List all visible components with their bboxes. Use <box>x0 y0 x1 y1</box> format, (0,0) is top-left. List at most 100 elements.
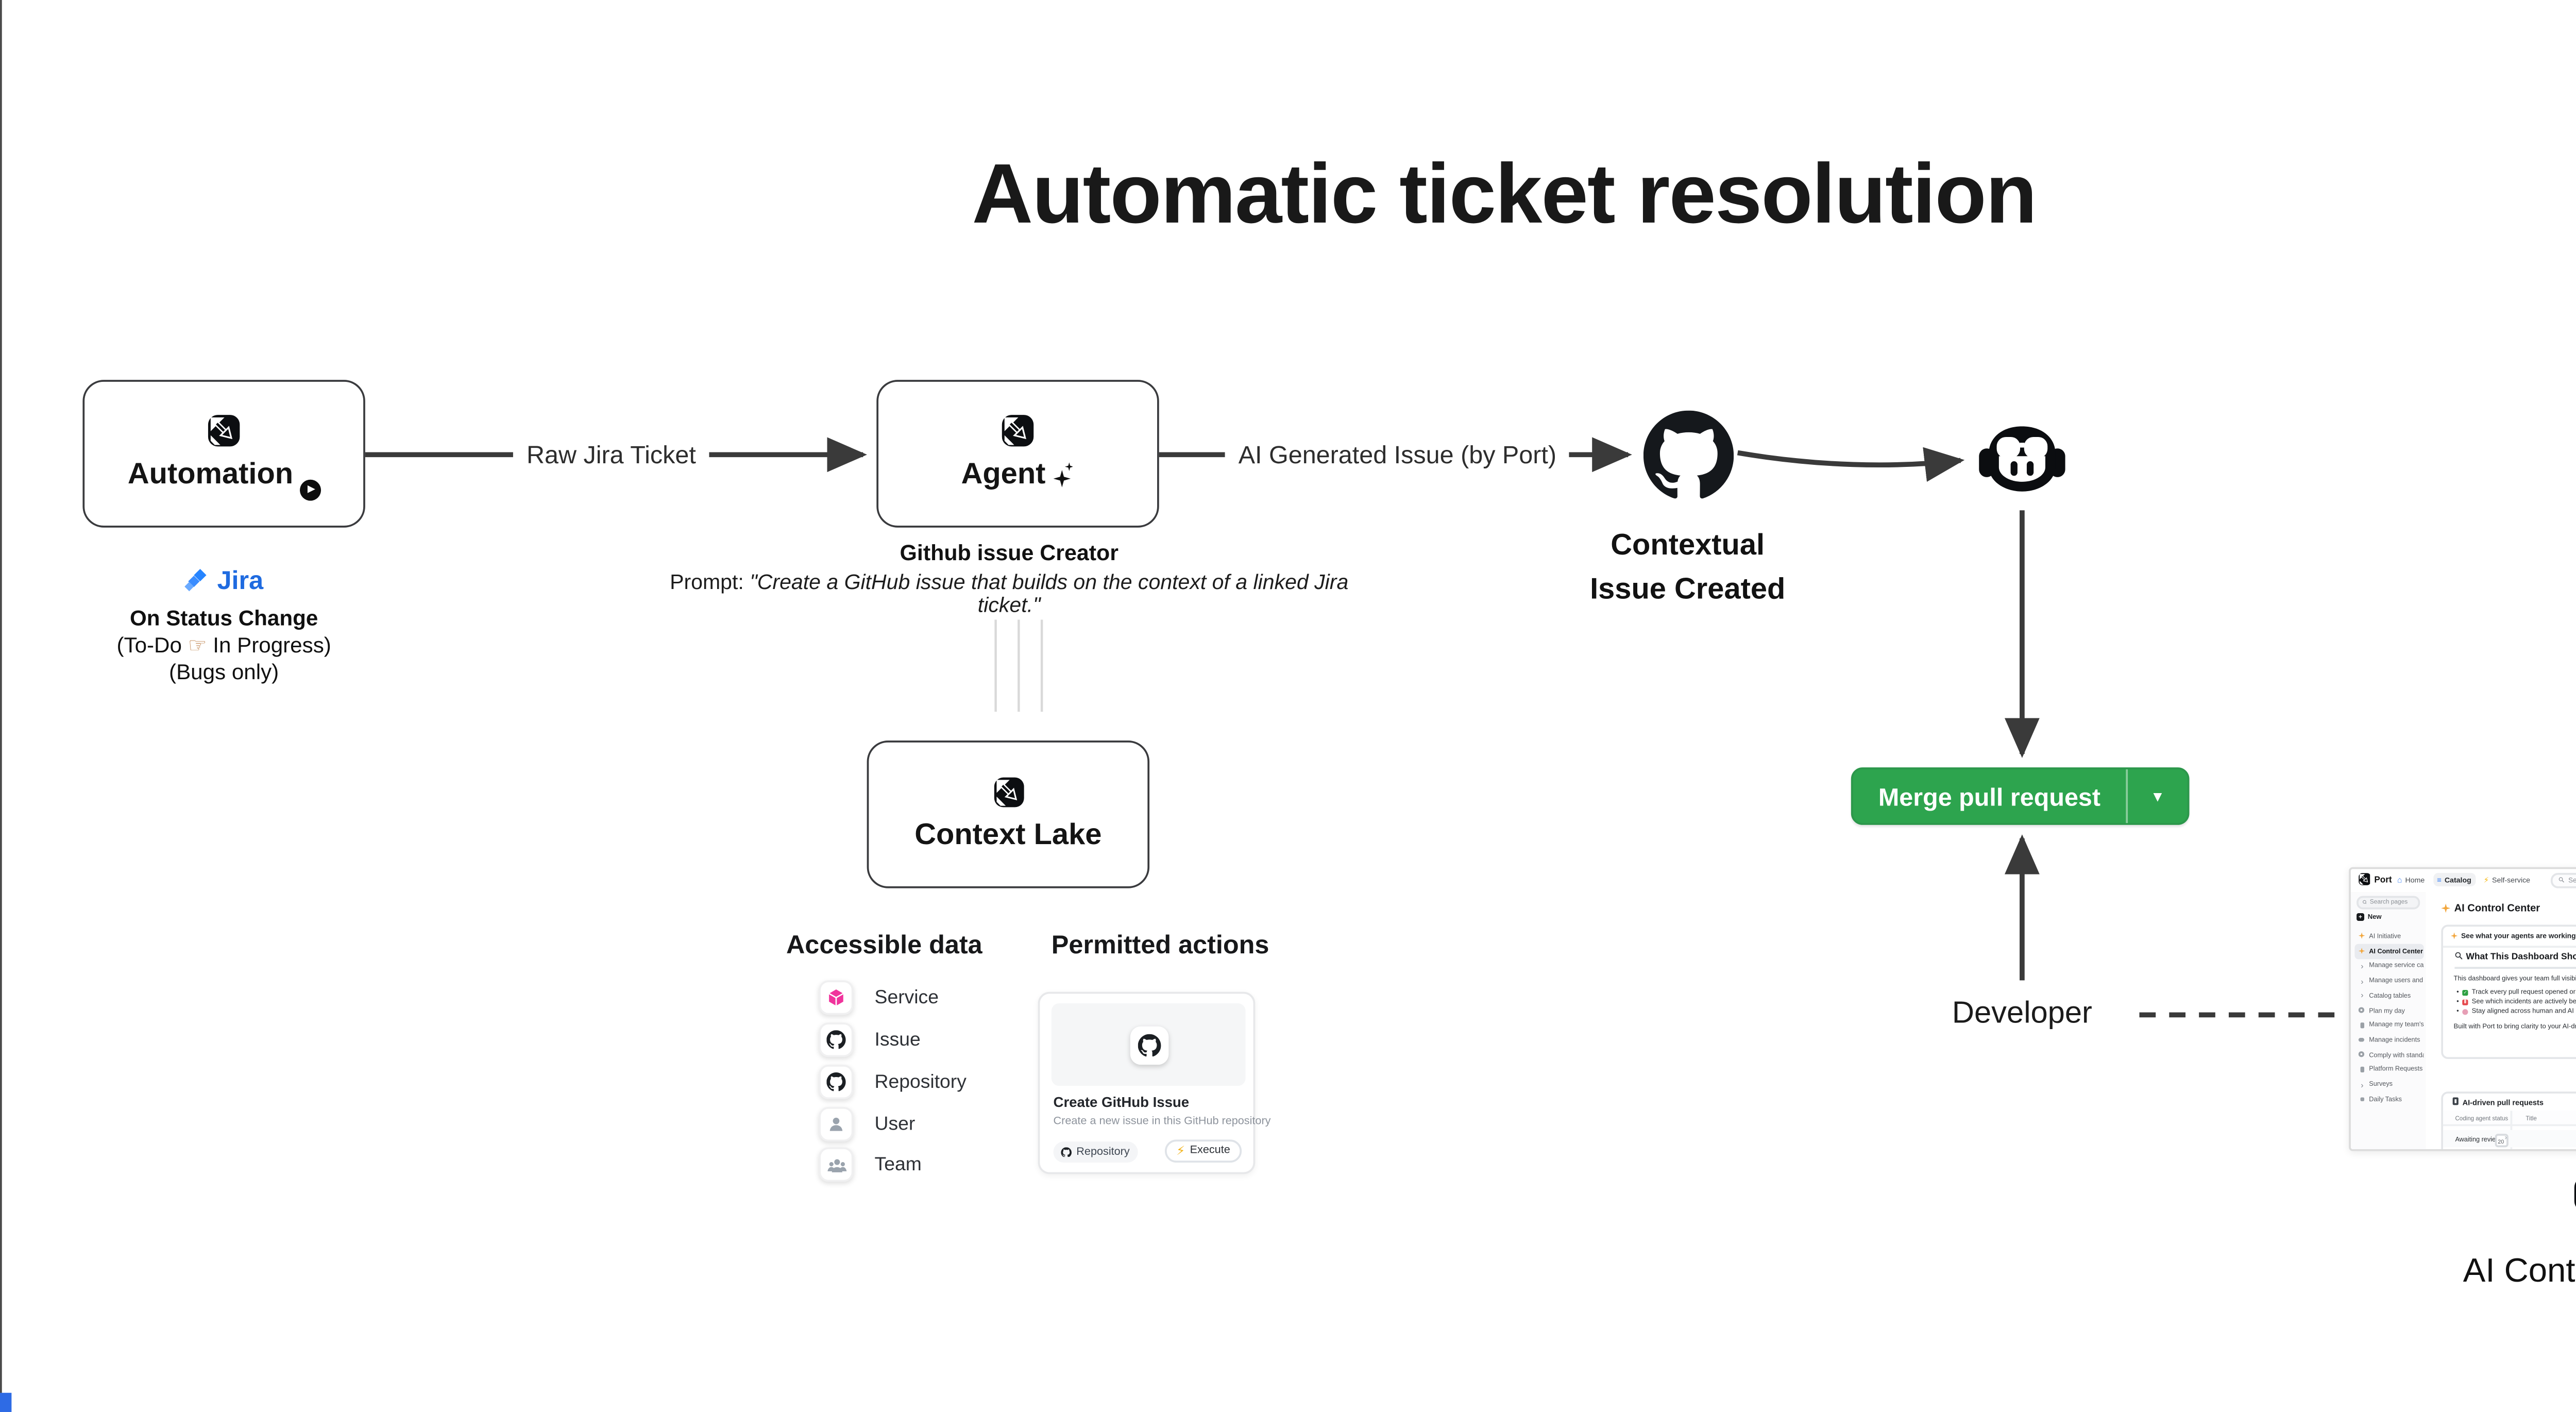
chevron-right-icon: › <box>2361 1079 2364 1089</box>
port-logo-icon <box>2574 1176 2576 1213</box>
col-coding-agent-status[interactable]: Coding agent status <box>2455 1114 2509 1122</box>
jira-icon <box>184 568 210 593</box>
lightning-icon: ⚡ <box>2483 875 2489 885</box>
sidebar-item-plan-my-day[interactable]: Plan my day <box>2353 1003 2422 1018</box>
sparkle-icon <box>2441 904 2450 913</box>
bullet-list: •✓Track every pull request opened or mod… <box>2456 988 2576 1016</box>
action-card-thumbnail <box>1051 1003 1246 1086</box>
trigger-line2: (To-Do ☞ In Progress) <box>116 635 331 658</box>
user-tile <box>819 1107 854 1142</box>
agent-node-label: Agent <box>961 458 1046 492</box>
port-logo-icon <box>993 776 1024 807</box>
divider <box>2453 966 2576 968</box>
nav-self-service[interactable]: ⚡Self-service <box>2483 875 2531 885</box>
sidebar-item-manage-service-catalog[interactable]: ›Manage service catalog <box>2353 959 2423 973</box>
sidebar-item-comply-with-standards[interactable]: Comply with standar... <box>2353 1047 2423 1062</box>
sidebar-item-daily-tasks[interactable]: Daily Tasks <box>2353 1091 2422 1106</box>
global-search-input[interactable]: Search ⌘ K <box>2550 872 2576 888</box>
app-brand: Port <box>2358 873 2392 886</box>
sparkle-icon <box>1052 466 1075 491</box>
agent-subtitle: Github issue Creator <box>900 543 1118 566</box>
sidebar-search-input[interactable]: Search pages <box>2355 896 2420 909</box>
sidebar-item-catalog-tables[interactable]: ›Catalog tables <box>2353 988 2422 1003</box>
plan-icon <box>2359 1007 2366 1013</box>
jira-brand: Jira <box>82 566 365 595</box>
magnifier-icon <box>2453 952 2462 961</box>
merge-dropdown-button[interactable]: ▾ <box>2126 769 2187 823</box>
repository-tile <box>819 1065 854 1100</box>
team-icon <box>825 1154 846 1175</box>
action-card-description: Create a new issue in this GitHub reposi… <box>1053 1116 1271 1129</box>
list-item-service: Service <box>819 980 939 1015</box>
github-icon <box>1137 1033 1160 1056</box>
sidebar-item-surveys[interactable]: ›Surveys <box>2353 1077 2422 1092</box>
agents-banner: See what your agents are working on <box>2442 927 2576 948</box>
trigger-caption: On Status Change (To-Do ☞ In Progress) (… <box>44 606 404 686</box>
col-title[interactable]: Title <box>2526 1114 2537 1122</box>
sidebar-item-manage-users-and-teams[interactable]: ›Manage users and teams <box>2353 973 2423 988</box>
nav-home[interactable]: ⌂Home <box>2397 875 2425 885</box>
dashboard-title: AI Control Center <box>2441 903 2540 914</box>
corner-artifact <box>0 1392 12 1412</box>
execute-button[interactable]: ⚡ Execute <box>1164 1139 1242 1162</box>
github-tile <box>1129 1025 1168 1064</box>
sidebar-new-button[interactable]: + New <box>2357 913 2382 921</box>
team-tile <box>819 1147 854 1182</box>
siren-emoji <box>2462 999 2468 1005</box>
grid-icon <box>2359 1096 2366 1102</box>
compliance-icon <box>2359 1052 2366 1057</box>
action-card-title: Create GitHub Issue <box>1053 1093 1190 1111</box>
list-item-user: User <box>819 1107 915 1142</box>
permitted-actions-heading: Permitted actions <box>1051 930 1269 960</box>
sidebar-item-ai-control-center[interactable]: AI Control Center <box>2353 943 2423 959</box>
table-row[interactable]: Awaiting review 20 › <box>2442 1130 2576 1147</box>
service-tile <box>819 980 854 1015</box>
agent-prompt: Prompt: "Create a GitHub issue that buil… <box>670 571 1349 618</box>
table-icon <box>2451 1098 2459 1105</box>
developer-label: Developer <box>1952 997 2092 1031</box>
sparkle-icon <box>2359 948 2366 954</box>
intro-text: This dashboard gives your team full visi… <box>2453 974 2576 983</box>
table-column-headers: Coding agent status Title Pull Request U… <box>2442 1110 2576 1127</box>
copilot-icon <box>1978 424 2066 495</box>
port-logo-icon <box>208 414 240 447</box>
agent-node: Agent <box>876 380 1159 528</box>
action-card[interactable]: Create GitHub Issue Create a new issue i… <box>1038 991 1270 1174</box>
chevron-down-icon: ▾ <box>2153 785 2162 805</box>
bullet-item: •✓Track every pull request opened or mod… <box>2456 988 2576 997</box>
sidebar-items: AI Initiative AI Control Center ›Manage … <box>2353 929 2423 1106</box>
github-logo-icon <box>1643 411 1734 501</box>
check-emoji: ✓ <box>2462 989 2468 996</box>
table-row[interactable]: Approved 5 › <box>2442 1147 2576 1149</box>
github-icon <box>826 1030 845 1049</box>
app-nav: ⌂Home ≡Catalog ⚡Self-service <box>2393 873 2534 887</box>
merge-pull-request-button[interactable]: Merge pull request ▾ <box>1851 767 2190 825</box>
team-icon <box>2359 1022 2366 1028</box>
nav-catalog[interactable]: ≡Catalog <box>2432 873 2476 887</box>
bullet-item: •See which incidents are actively being … <box>2456 998 2576 1006</box>
port-logo-icon <box>2358 873 2370 886</box>
catalog-icon: ≡ <box>2437 875 2442 885</box>
pull-requests-table-card: AI-driven pull requests Coding agent sta… <box>2440 1090 2576 1149</box>
edge-label-ai-generated-issue: AI Generated Issue (by Port) <box>1225 440 1570 469</box>
context-lake-label: Context Lake <box>914 818 1102 851</box>
repository-tag: Repository <box>1053 1141 1138 1163</box>
port-logo-icon <box>1002 414 1034 447</box>
dashboard-info-card: See what your agents are working on What… <box>2440 924 2576 1060</box>
sidebar-item-platform-requests[interactable]: Platform Requests Da... <box>2353 1062 2423 1077</box>
outro-text: Built with Port to bring clarity to your… <box>2453 1021 2576 1030</box>
table-title: AI-driven pull requests <box>2442 1092 2576 1113</box>
chevron-right-icon[interactable]: › <box>2504 1134 2507 1142</box>
sidebar-item-manage-incidents[interactable]: Manage incidents <box>2353 1032 2422 1047</box>
merge-button-label[interactable]: Merge pull request <box>1878 782 2101 811</box>
jira-label: Jira <box>217 566 264 595</box>
search-icon <box>2361 900 2366 905</box>
sidebar-item-ai-initiative[interactable]: AI Initiative <box>2353 929 2422 944</box>
github-caption: Contextual Issue Created <box>1590 529 1786 607</box>
sidebar-item-manage-my-teams-work[interactable]: Manage my team's w.. <box>2353 1018 2423 1033</box>
context-lake-node: Context Lake <box>867 741 1150 888</box>
cube-pink-icon <box>826 988 845 1007</box>
user-icon <box>826 1115 845 1134</box>
